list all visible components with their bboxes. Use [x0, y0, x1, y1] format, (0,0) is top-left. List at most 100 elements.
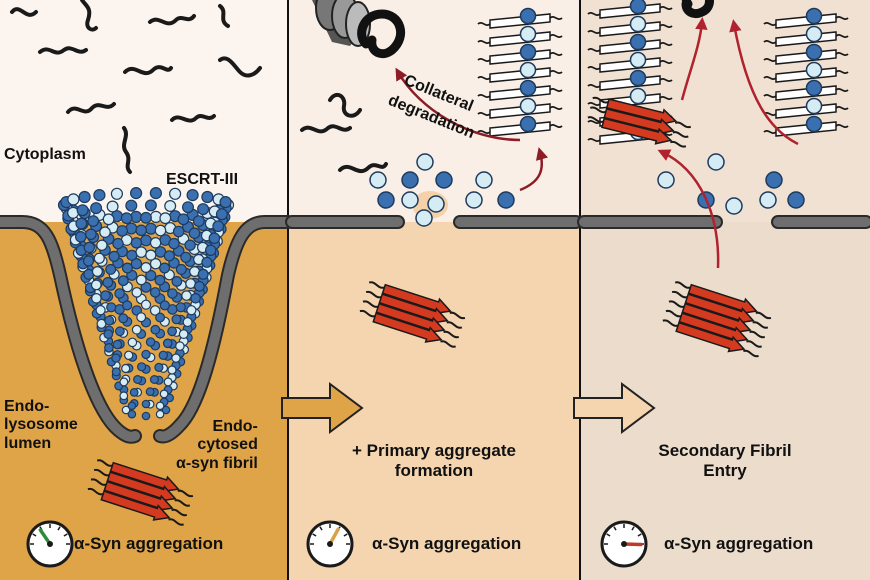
- fibril-tail: [592, 96, 692, 129]
- escrt-bead: [159, 300, 170, 311]
- escrt-bead: [117, 275, 129, 287]
- filament-tail: [763, 123, 849, 135]
- escrt-bead: [171, 353, 181, 363]
- escrt-bead: [149, 258, 162, 270]
- gauge-label-1: α-Syn aggregation: [74, 534, 224, 553]
- escrt-subunits-panel-3: [657, 153, 805, 215]
- escrt-bead: [171, 276, 183, 287]
- escrt-bead: [136, 312, 147, 323]
- escrt-bead: [127, 409, 137, 419]
- escrt-bead: [100, 290, 111, 301]
- escrt-spiral: [57, 187, 235, 421]
- escrt-bead: [161, 405, 171, 415]
- gauge-label-3: α-Syn aggregation: [664, 534, 814, 553]
- escrt-bead: [102, 213, 115, 226]
- escrt-bead: [175, 341, 185, 351]
- cytoplasm-label: Cytoplasm: [4, 146, 86, 163]
- escrt-bead: [201, 190, 214, 204]
- escrt-bead: [114, 326, 125, 337]
- escrt-bead: [154, 362, 164, 372]
- escrt-bead: [519, 61, 537, 79]
- lumen-label: Endo- lysosome lumen: [4, 398, 78, 453]
- filament-tail: [763, 51, 849, 63]
- escrt-bead: [127, 401, 137, 411]
- escrt-bead: [141, 399, 151, 409]
- escrt-bead: [163, 250, 175, 262]
- filament-tail: [477, 15, 563, 27]
- escrt-bead: [120, 212, 133, 225]
- escrt-bead: [91, 266, 103, 278]
- escrt-bead: [145, 337, 156, 347]
- escrt-bead: [112, 237, 124, 250]
- escrt-bead: [215, 208, 228, 221]
- escrt-bead: [110, 187, 124, 200]
- escrt-bead: [629, 87, 647, 105]
- escrt-bead: [104, 342, 114, 353]
- escrt-bead: [212, 220, 225, 233]
- escrt-bead: [175, 263, 187, 275]
- endocytosed-line-2: cytosed: [197, 436, 258, 454]
- cytoplasm-bg-1: [0, 0, 288, 222]
- escrt-bead: [164, 200, 177, 213]
- escrt-bead: [169, 187, 182, 200]
- escrt-bead: [184, 239, 196, 251]
- proteasome-panel-3: [681, 0, 714, 19]
- escrt-bead: [167, 288, 178, 299]
- fibril-tail: [665, 309, 762, 348]
- monomers-panel-1: [10, 0, 262, 174]
- membrane-invagination-fill: [0, 217, 293, 442]
- escrt-bead: [178, 329, 189, 340]
- arrows-panel-3: [657, 17, 799, 269]
- escrt-bead: [141, 411, 151, 421]
- monomers-panel-2: [300, 92, 388, 174]
- escrt-bead: [186, 189, 199, 202]
- filament-tail: [587, 95, 673, 107]
- fibril-tail: [93, 468, 191, 507]
- escrt-bead: [155, 409, 165, 419]
- beta-strand: [684, 293, 755, 324]
- escrt-bead: [118, 313, 129, 324]
- escrt-bead: [137, 362, 147, 372]
- escrt-bead: [104, 315, 115, 326]
- escrt-bead: [112, 339, 123, 350]
- escrt-bead: [180, 251, 192, 263]
- escrt-bead: [149, 287, 161, 298]
- escrt-bead: [75, 231, 87, 243]
- escrt-bead: [119, 391, 129, 401]
- beta-strand: [100, 490, 171, 521]
- fibril-tail: [668, 300, 766, 339]
- aggregation-gauge: [600, 520, 648, 568]
- beta-strand: [372, 312, 443, 343]
- escrt-bead: [140, 299, 152, 310]
- escrt-bead: [129, 388, 139, 397]
- escrt-bead: [175, 302, 186, 313]
- escrt-bead: [172, 225, 185, 238]
- escrt-bead: [167, 365, 177, 375]
- escrt-bead: [192, 215, 205, 228]
- panel-2-caption: + Primary aggregate formation: [316, 441, 552, 480]
- escrt-bead: [116, 225, 128, 237]
- escrt-bead: [133, 375, 143, 385]
- escrt-bead: [629, 51, 647, 69]
- escrt-bead: [99, 226, 111, 238]
- panel-2-caption-line-1: + Primary aggregate: [352, 441, 516, 460]
- escrt-bead: [159, 389, 169, 399]
- filament-tail: [477, 69, 563, 81]
- escrt-bead: [185, 278, 197, 290]
- escrt-bead: [111, 367, 121, 377]
- escrt-bead: [130, 187, 143, 200]
- escrt-bead: [135, 246, 147, 258]
- escrt-bead: [144, 199, 157, 212]
- transition-arrow-1: [281, 382, 364, 434]
- escrt-bead: [167, 326, 178, 337]
- escrt-bead: [91, 292, 102, 304]
- escrt-bead: [154, 224, 167, 237]
- escrt-bead: [85, 228, 97, 241]
- filament-tail: [763, 15, 849, 27]
- escrt-bead: [155, 312, 166, 323]
- escrt-bead: [186, 305, 197, 316]
- filament-tail: [763, 87, 849, 99]
- panel-3-caption: Secondary Fibril Entry: [600, 441, 850, 480]
- escrt-bead: [83, 241, 96, 254]
